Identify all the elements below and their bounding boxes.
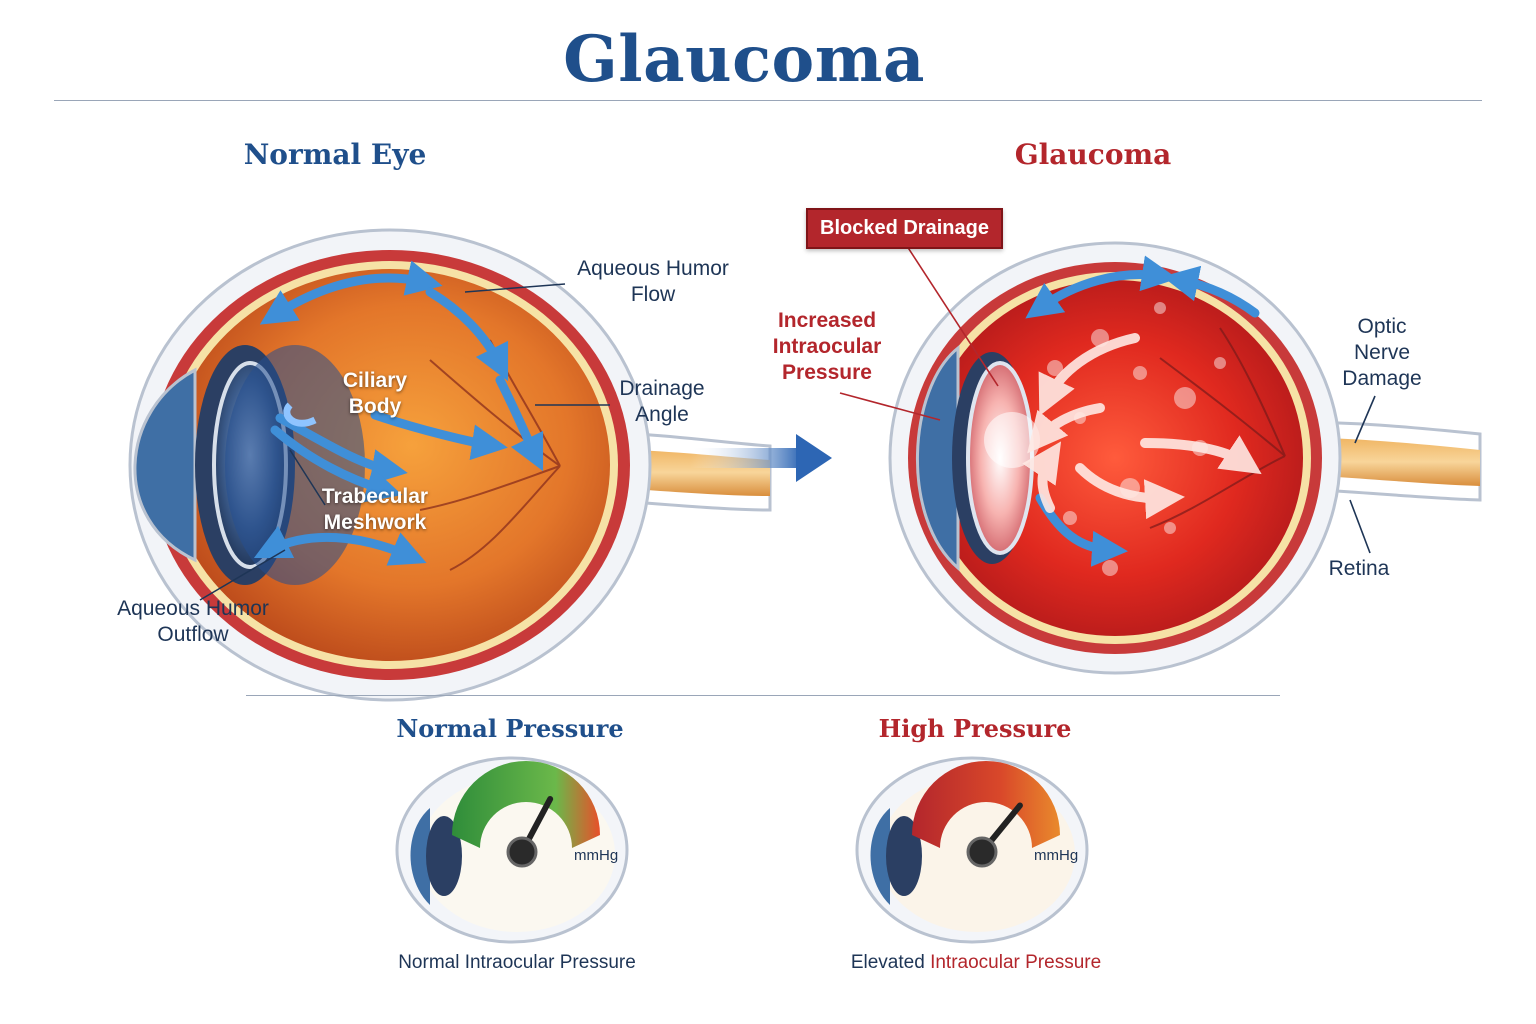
high-caption-accent: Intraocular Pressure [930,952,1102,973]
high-pressure-caption: Elevated Intraocular Pressure [826,952,1126,974]
optic-nerve-damage-label: Optic Nerve Damage [1342,315,1422,390]
high-gauge-unit: mmHg [1034,847,1078,864]
aqueous-humor-flow-label: Aqueous Humor Flow [577,257,729,306]
normal-pressure-caption: Normal Intraocular Pressure [398,952,636,973]
page-title: Glaucoma [563,22,925,97]
high-pressure-heading: High Pressure [878,714,1072,743]
increased-intraocular-pressure-label: Increased Intraocular Pressure [772,309,882,384]
high-caption-prefix: Elevated [850,952,931,973]
blocked-drainage-tag: Blocked Drainage [806,208,1003,249]
high-pressure-gauge: mmHg [855,756,1089,944]
aqueous-humor-outflow-label: Aqueous Humor Outflow [117,597,269,646]
normal-eye-heading: Normal Eye [243,138,427,171]
normal-pressure-gauge: mmHg [395,756,629,944]
drainage-angle-label: Drainage Angle [619,377,705,426]
normal-pressure-heading: Normal Pressure [396,714,624,743]
normal-eye-leaders [199,283,610,601]
glaucoma-eye-heading: Glaucoma [1014,138,1172,171]
ciliary-body-label: Ciliary Body [342,369,408,418]
trabecular-meshwork-label: Trabecular Meshwork [321,485,429,534]
glaucoma-eye-leaders [839,242,1376,554]
normal-eye-illustration [128,228,772,702]
transition-arrow-icon [690,434,832,482]
title-divider [54,100,1482,101]
retina-label: Retina [1328,557,1390,580]
normal-gauge-unit: mmHg [574,847,618,864]
glaucoma-eye-illustration [888,241,1482,675]
section-divider [246,695,1280,696]
